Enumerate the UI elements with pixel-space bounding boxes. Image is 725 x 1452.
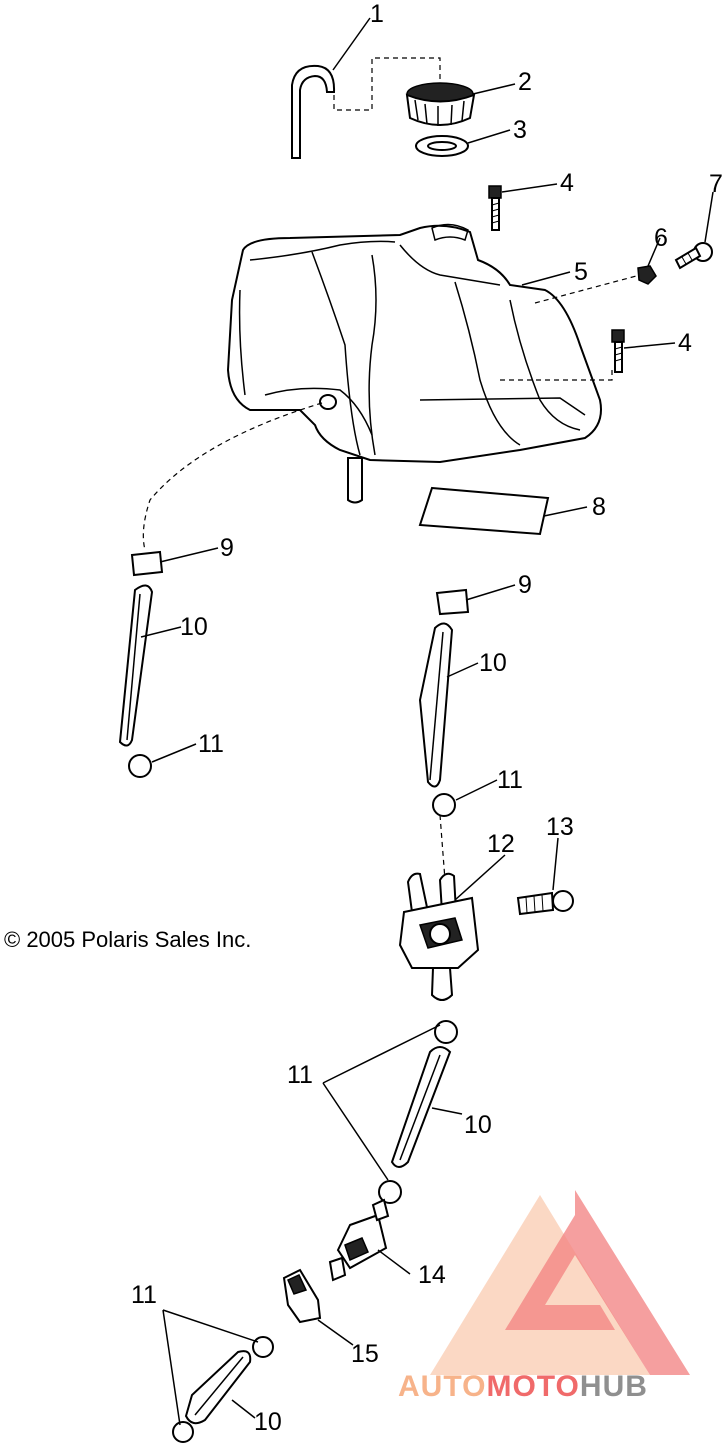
callout-10-left: 10 xyxy=(180,613,208,641)
watermark-text-hub: HUB xyxy=(580,1370,648,1403)
part-decal xyxy=(418,486,550,536)
callout-5: 5 xyxy=(574,258,588,286)
callout-7: 7 xyxy=(709,170,723,198)
callout-6: 6 xyxy=(654,224,668,252)
callout-4-upper: 4 xyxy=(560,169,574,197)
part-drain-screw xyxy=(674,242,713,270)
part-bolt-upper xyxy=(488,185,502,231)
watermark-triangle-red xyxy=(505,1190,690,1375)
callout-9-center: 9 xyxy=(518,571,532,599)
part-fuel-cap xyxy=(405,82,476,126)
part-filter-clip xyxy=(282,1268,322,1324)
callout-13: 13 xyxy=(546,813,574,841)
callout-4-lower: 4 xyxy=(678,329,692,357)
callout-10-lower: 10 xyxy=(464,1111,492,1139)
callout-11-left: 11 xyxy=(198,730,224,758)
callout-9-left: 9 xyxy=(220,534,234,562)
callout-12: 12 xyxy=(487,830,515,858)
watermark-text: AUTOMOTOHUB xyxy=(398,1370,648,1403)
part-gasket xyxy=(415,135,469,157)
hose-assembly-lower xyxy=(378,1020,458,1204)
callout-8: 8 xyxy=(592,493,606,521)
leader-lines xyxy=(140,17,714,1426)
hose-assembly-center xyxy=(418,588,470,881)
callout-14: 14 xyxy=(418,1261,446,1289)
part-vent-hose xyxy=(291,57,441,159)
callout-15: 15 xyxy=(351,1340,379,1368)
callout-2: 2 xyxy=(518,68,532,96)
part-mount-screw xyxy=(516,890,574,916)
callout-10-bottom: 10 xyxy=(254,1408,282,1436)
callout-10-center: 10 xyxy=(479,649,507,677)
callout-11-bottom: 11 xyxy=(131,1281,157,1309)
part-fuel-filter xyxy=(328,1198,390,1282)
hose-assembly-left xyxy=(118,402,323,778)
callout-3: 3 xyxy=(513,116,527,144)
watermark-text-moto: MOTO xyxy=(486,1370,579,1403)
watermark-logo xyxy=(430,1190,690,1375)
callout-11-lower: 11 xyxy=(287,1061,313,1089)
callout-11-center: 11 xyxy=(497,766,523,794)
copyright-notice: © 2005 Polaris Sales Inc. xyxy=(4,927,251,952)
part-vent-fitting xyxy=(637,265,657,285)
part-fuel-valve xyxy=(398,872,480,1001)
watermark-text-auto: AUTO xyxy=(398,1370,486,1403)
callout-1: 1 xyxy=(370,0,384,28)
part-bolt-lower xyxy=(611,329,625,373)
